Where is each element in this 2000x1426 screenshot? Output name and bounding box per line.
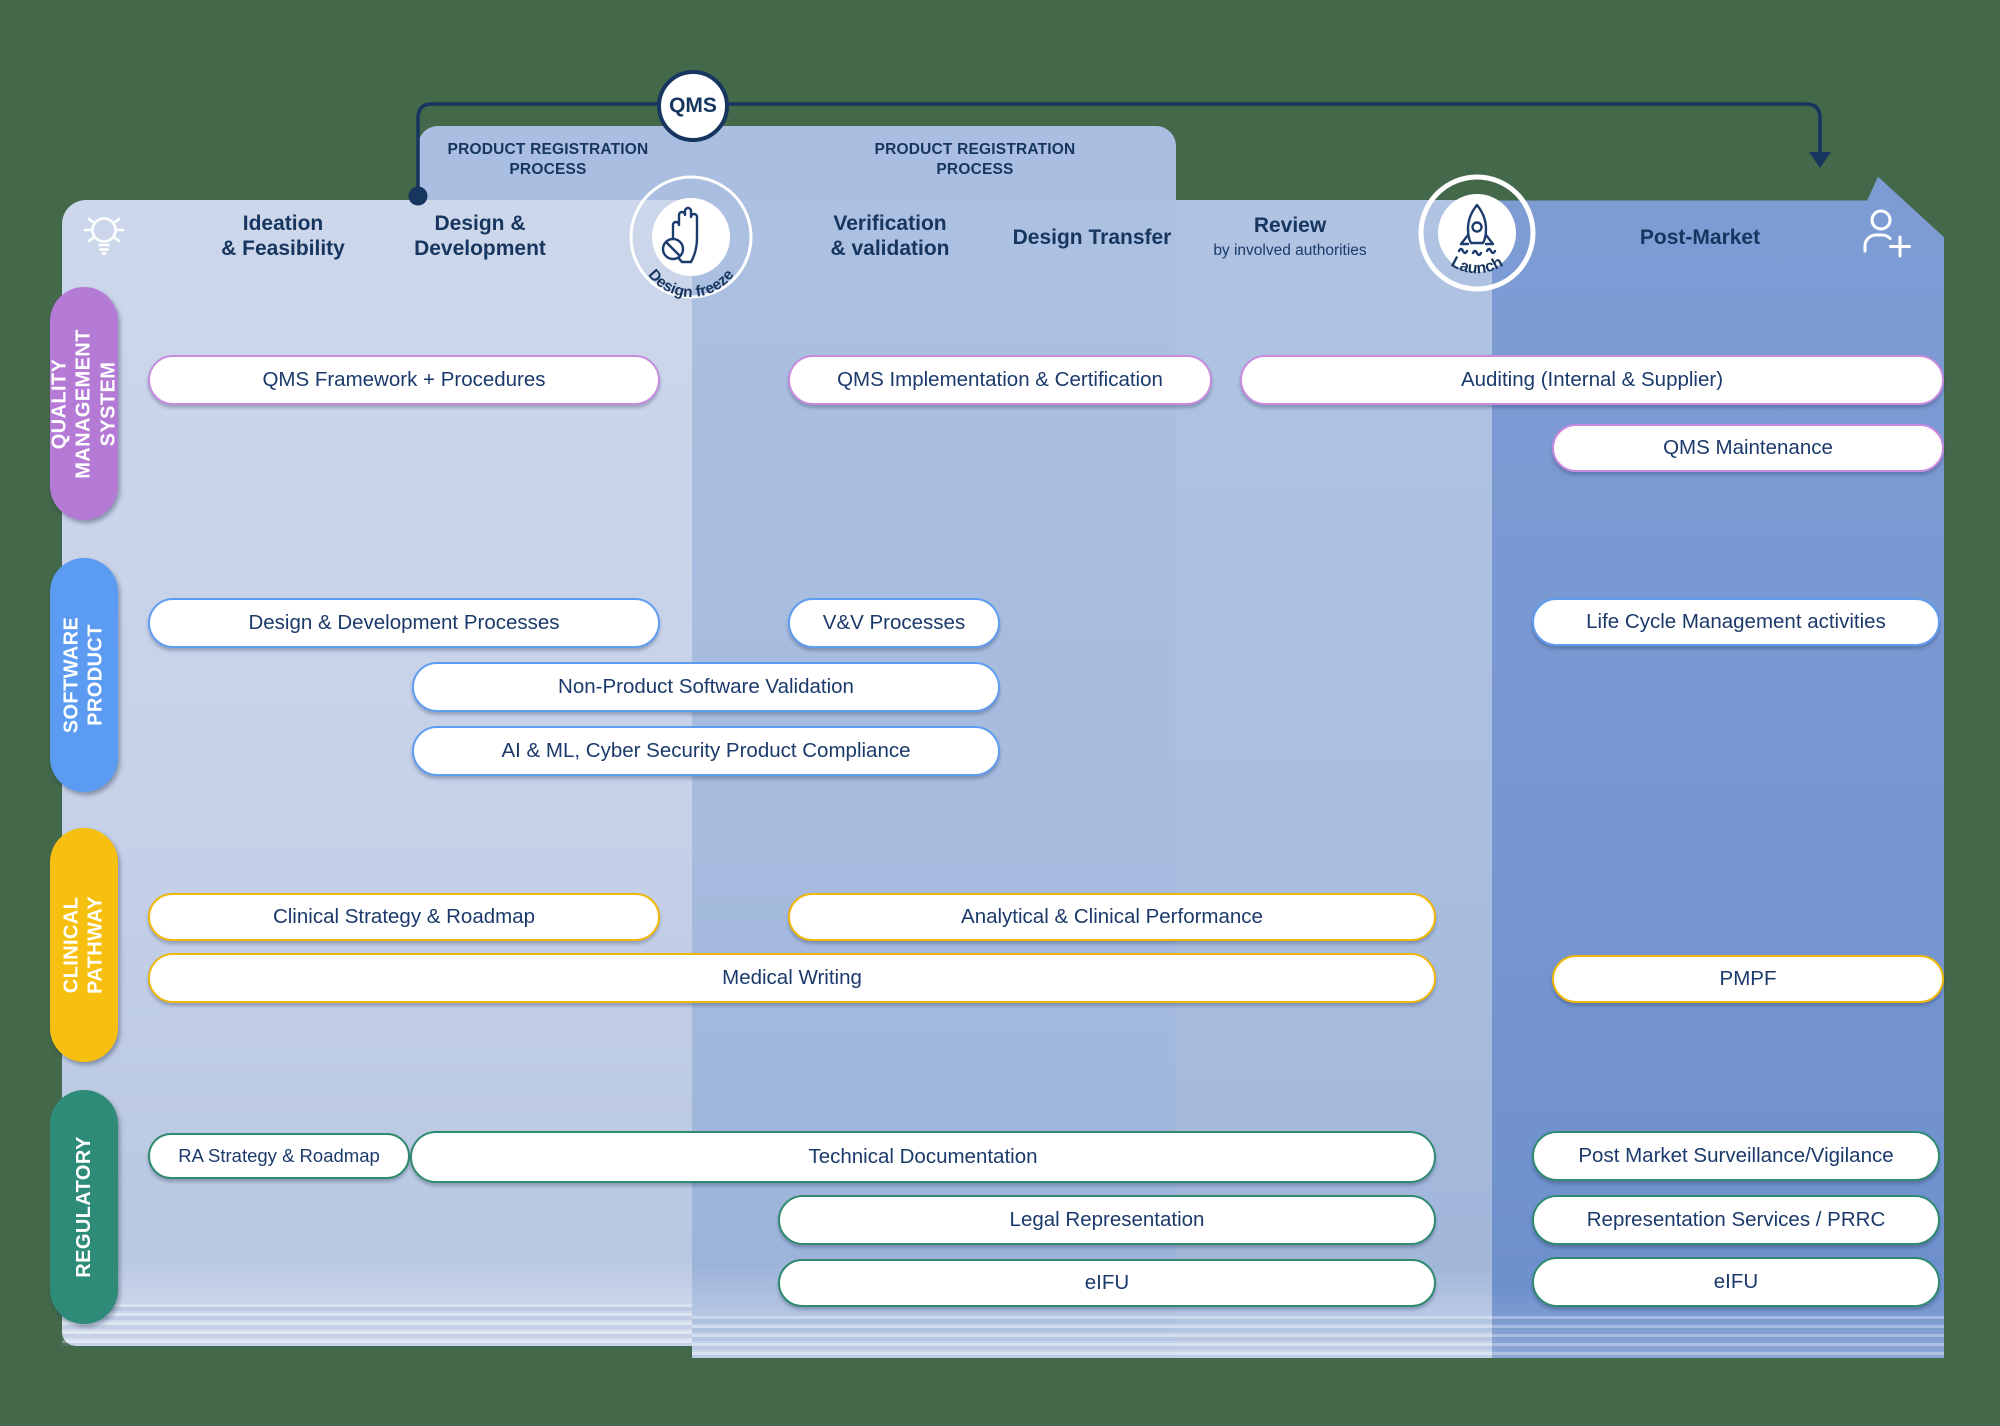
pill-analytical-clinical-performance: Analytical & Clinical Performance — [788, 893, 1436, 941]
pill-design-development-processes: Design & Development Processes — [148, 598, 660, 648]
qms-node-label: QMS — [669, 94, 717, 117]
qms-node: QMS — [657, 70, 729, 142]
section-bottom-texture — [1492, 1314, 1944, 1358]
lane-label: QUALITY MANAGEMENT SYSTEM — [48, 328, 120, 479]
pill-eifu-registration: eIFU — [778, 1259, 1436, 1307]
rocket-icon — [1457, 203, 1497, 257]
lane-software-product: SOFTWARE PRODUCT — [50, 558, 118, 792]
launch-label: Launch — [1448, 254, 1506, 278]
pill-auditing: Auditing (Internal & Supplier) — [1240, 355, 1944, 405]
lane-regulatory: REGULATORY — [50, 1090, 118, 1324]
lightbulb-icon — [78, 208, 130, 264]
registration-banner-title: PRODUCT REGISTRATION PROCESS — [825, 140, 1125, 181]
lane-label: SOFTWARE PRODUCT — [60, 616, 107, 734]
pill-eifu-post-market: eIFU — [1532, 1257, 1940, 1307]
design-freeze-milestone: Design freeze — [606, 152, 776, 322]
banner-line1: PRODUCT REGISTRATION — [874, 141, 1076, 158]
person-add-icon — [1858, 206, 1916, 268]
phase-header-post-market: Post-Market — [1639, 226, 1761, 249]
launch-milestone: Launch — [1397, 153, 1557, 313]
pill-clinical-strategy: Clinical Strategy & Roadmap — [148, 893, 660, 941]
stop-hand-icon — [661, 206, 699, 264]
svg-text:Launch: Launch — [1448, 254, 1506, 278]
pill-representation-services: Representation Services / PRRC — [1532, 1195, 1940, 1245]
pill-lifecycle-management: Life Cycle Management activities — [1532, 598, 1940, 646]
pill-post-market-surveillance: Post Market Surveillance/Vigilance — [1532, 1131, 1940, 1181]
phase-header-design-development: Design & Development — [414, 212, 546, 260]
phase-header-review-subtitle: by involved authorities — [1213, 242, 1367, 259]
lane-quality-management-system: QUALITY MANAGEMENT SYSTEM — [48, 287, 120, 520]
phase-header-verification-validation: Verification & validation — [830, 212, 950, 260]
phase-header-design-transfer: Design Transfer — [1012, 226, 1172, 249]
pill-pmpf: PMPF — [1552, 955, 1944, 1003]
pill-qms-implementation: QMS Implementation & Certification — [788, 355, 1212, 405]
pill-technical-documentation: Technical Documentation — [410, 1131, 1436, 1183]
section-bottom-texture — [62, 1302, 692, 1346]
banner-line2: PROCESS — [936, 161, 1014, 179]
pill-medical-writing: Medical Writing — [148, 953, 1436, 1003]
pill-ra-strategy: RA Strategy & Roadmap — [148, 1133, 410, 1179]
pill-qms-framework: QMS Framework + Procedures — [148, 355, 660, 405]
pill-ai-ml-cybersecurity: AI & ML, Cyber Security Product Complian… — [412, 726, 1000, 776]
section-bottom-texture — [692, 1314, 1492, 1358]
pill-qms-maintenance: QMS Maintenance — [1552, 424, 1944, 472]
phase-header-ideation: Ideation & Feasibility — [221, 212, 345, 260]
pill-vv-processes: V&V Processes — [788, 598, 1000, 648]
phase-header-review: Review — [1253, 214, 1327, 237]
pill-non-product-software-validation: Non-Product Software Validation — [412, 662, 1000, 712]
lane-label: CLINICAL PATHWAY — [60, 896, 107, 994]
pill-legal-representation: Legal Representation — [778, 1195, 1436, 1245]
lane-clinical-pathway: CLINICAL PATHWAY — [50, 828, 118, 1062]
lane-label: REGULATORY — [72, 1136, 95, 1278]
